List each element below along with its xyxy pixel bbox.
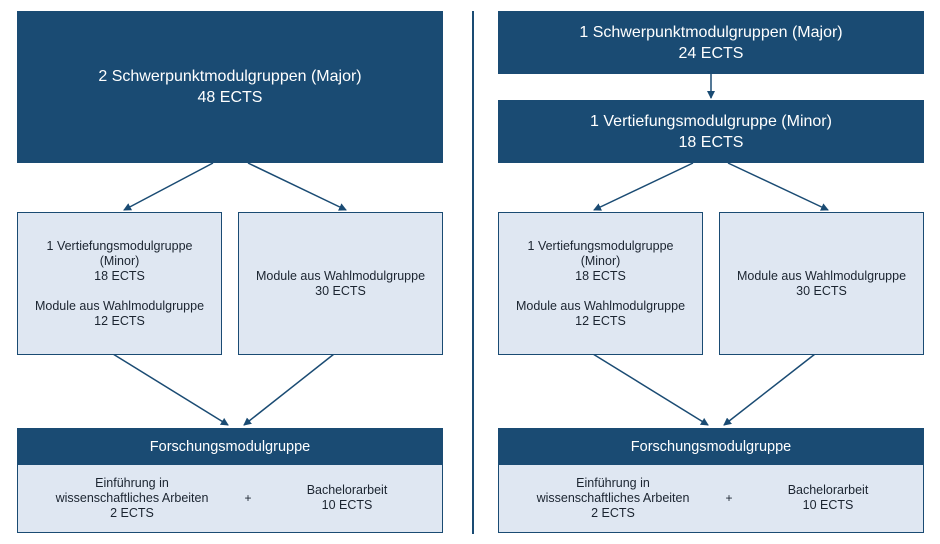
arrow-major-to-option-b (247, 162, 347, 211)
right-minor-title: 1 Vertiefungsmodulgruppe (Minor) (590, 112, 832, 130)
left-major-title: 2 Schwerpunktmodulgruppen (Major) (98, 68, 362, 85)
left-research-intro-ects: 2 ECTS (110, 505, 154, 520)
left-research-header: Forschungsmodulgruppe (18, 429, 442, 465)
right-major-ects: 24 ECTS (678, 44, 744, 62)
arrow-option-b-to-research (243, 353, 335, 426)
right-option-a-minor-sub: (Minor) (580, 253, 621, 268)
right-research-intro: Einführung in wissenschaftliches Arbeite… (499, 465, 727, 531)
left-option-b-box: Module aus Wahlmodulgruppe 30 ECTS (238, 212, 443, 355)
arrow-option-a-to-research-right (592, 353, 709, 426)
left-research-box: Forschungsmodulgruppe Einführung in wiss… (17, 428, 443, 533)
right-research-thesis: Bachelorarbeit 10 ECTS (739, 465, 917, 531)
left-option-a-wahl-title: Module aus Wahlmodulgruppe (34, 298, 205, 313)
left-research-thesis-title: Bachelorarbeit (306, 483, 388, 497)
right-option-b-box: Module aus Wahlmodulgruppe 30 ECTS (719, 212, 924, 355)
right-option-a-minor-ects: 18 ECTS (575, 268, 626, 283)
right-research-intro-line1: Einführung in (576, 475, 650, 490)
right-minor-ects: 18 ECTS (678, 133, 744, 151)
left-option-a-wahl-ects: 12 ECTS (94, 313, 145, 328)
right-option-a-wahl-ects: 12 ECTS (575, 313, 626, 328)
left-research-thesis-ects: 10 ECTS (321, 498, 373, 512)
right-research-intro-line2: wissenschaftliches Arbeiten (536, 490, 690, 505)
center-divider (472, 11, 474, 534)
right-major-box: 1 Schwerpunktmodulgruppen (Major) 24 ECT… (498, 11, 924, 74)
right-option-a-box: 1 Vertiefungsmodulgruppe (Minor) 18 ECTS… (498, 212, 703, 355)
left-major-ects: 48 ECTS (197, 89, 263, 106)
right-research-thesis-ects: 10 ECTS (802, 498, 854, 512)
left-research-intro-line2: wissenschaftliches Arbeiten (55, 490, 209, 505)
arrow-option-a-to-research (112, 353, 229, 426)
left-research-intro-line1: Einführung in (95, 475, 169, 490)
left-option-b-title: Module aus Wahlmodulgruppe (255, 268, 426, 283)
left-research-intro: Einführung in wissenschaftliches Arbeite… (18, 465, 246, 531)
right-research-intro-ects: 2 ECTS (591, 505, 635, 520)
left-major-box: 2 Schwerpunktmodulgruppen (Major) 48 ECT… (17, 11, 443, 163)
right-research-header: Forschungsmodulgruppe (499, 429, 923, 465)
arrow-minor-to-option-a (593, 162, 694, 211)
right-option-a-minor-title: 1 Vertiefungsmodulgruppe (527, 238, 674, 253)
right-option-b-title: Module aus Wahlmodulgruppe (736, 268, 907, 283)
left-option-b-ects: 30 ECTS (315, 283, 366, 298)
right-option-b-ects: 30 ECTS (796, 283, 847, 298)
left-option-a-minor-sub: (Minor) (99, 253, 140, 268)
left-option-a-minor-ects: 18 ECTS (94, 268, 145, 283)
left-option-a-box: 1 Vertiefungsmodulgruppe (Minor) 18 ECTS… (17, 212, 222, 355)
right-minor-box: 1 Vertiefungsmodulgruppe (Minor) 18 ECTS (498, 100, 924, 163)
arrow-option-b-to-research-right (723, 353, 816, 426)
right-option-a-wahl-title: Module aus Wahlmodulgruppe (515, 298, 686, 313)
right-research-box: Forschungsmodulgruppe Einführung in wiss… (498, 428, 924, 533)
arrow-minor-to-option-b (727, 162, 829, 211)
left-research-thesis: Bachelorarbeit 10 ECTS (258, 465, 436, 531)
arrow-major-to-option-a (123, 162, 214, 211)
right-research-plus: + (725, 490, 733, 505)
left-research-plus: + (244, 490, 252, 505)
right-research-thesis-title: Bachelorarbeit (787, 483, 869, 497)
left-option-a-minor-title: 1 Vertiefungsmodulgruppe (46, 238, 193, 253)
right-major-title: 1 Schwerpunktmodulgruppen (Major) (579, 23, 843, 41)
